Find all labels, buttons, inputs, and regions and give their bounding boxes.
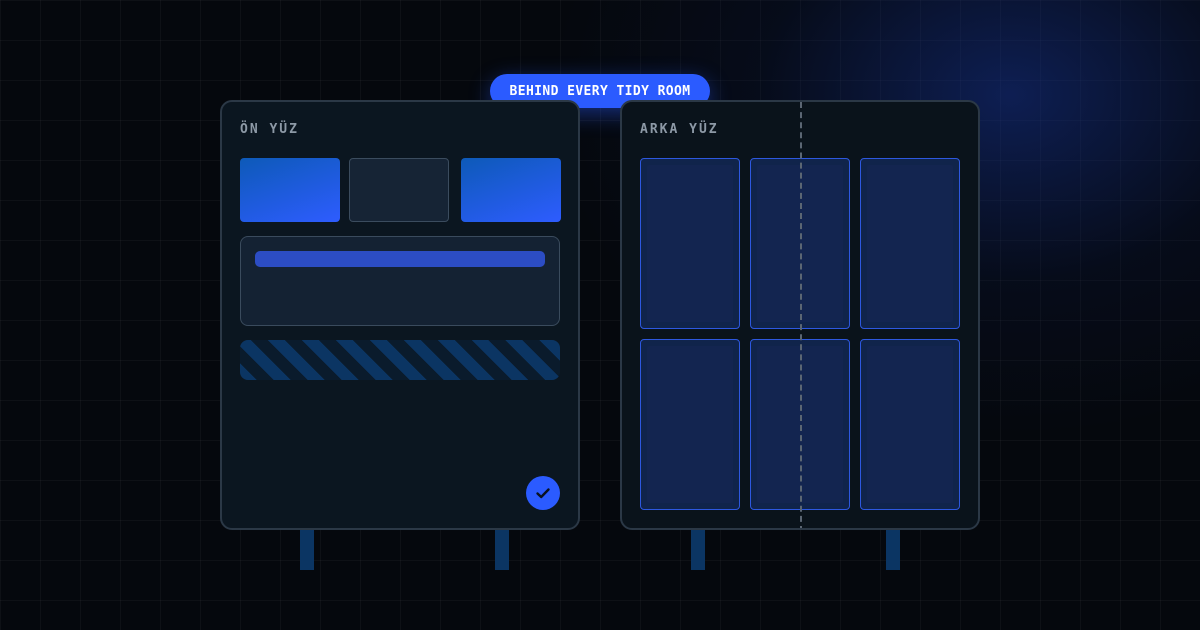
back-cell-inner	[867, 346, 953, 503]
check-icon	[536, 488, 550, 499]
confirm-button[interactable]	[526, 476, 560, 510]
front-panel: ÖN YÜZ	[220, 100, 580, 530]
back-cell-inner	[647, 165, 733, 322]
back-panel-title: ARKA YÜZ	[640, 122, 719, 137]
striped-shelf	[240, 340, 560, 380]
back-cell	[640, 339, 740, 510]
back-cell	[640, 158, 740, 329]
front-panel-title: ÖN YÜZ	[240, 122, 299, 137]
back-cell	[860, 339, 960, 510]
center-divider	[800, 102, 802, 528]
back-cell-inner	[647, 346, 733, 503]
front-tile-3	[461, 158, 561, 222]
front-card	[240, 236, 560, 326]
front-tile-1	[240, 158, 340, 222]
back-cell-inner	[867, 165, 953, 322]
front-card-bar	[255, 251, 545, 267]
back-cell	[860, 158, 960, 329]
front-tile-2	[349, 158, 449, 222]
back-panel: ARKA YÜZ	[620, 100, 980, 530]
